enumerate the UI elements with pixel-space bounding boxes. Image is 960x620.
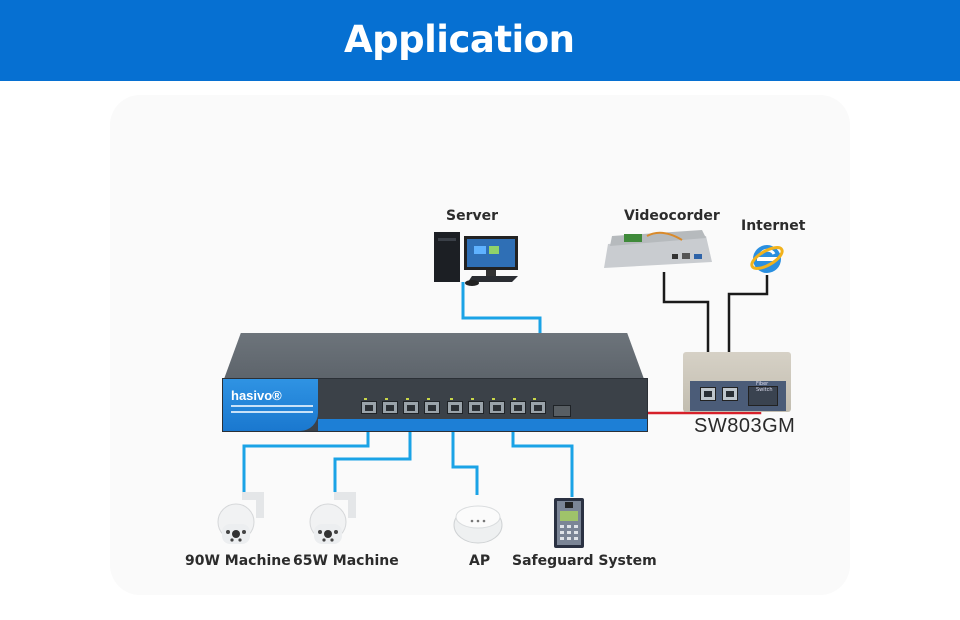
internet-label: Internet [741,218,806,234]
spec-text-line [231,411,313,413]
endpoint-label-65w: 65W Machine [293,553,399,569]
desktop-computer-icon [432,228,522,286]
model-text-line [231,405,313,407]
nvr-recorder-icon [602,226,714,272]
switch-brand-panel: hasivo® [223,379,318,431]
poe-switch-top [224,333,644,379]
poe-port-4 [424,398,440,414]
wire-videocorder [662,272,710,390]
fiber-switch-lan-port-1 [700,387,716,401]
page-title: Application [344,18,575,61]
internet-explorer-icon [749,240,785,276]
uplink-port [530,398,546,414]
fiber-switch-tag: Fiber Switch [756,381,773,393]
poe-port-7 [489,398,505,414]
fiber-switch-lan-port-2 [722,387,738,401]
fiber-switch-front: Fiber Switch [690,381,786,411]
endpoint-label-90w: 90W Machine [185,553,291,569]
fiber-switch-sfp-port [748,386,778,406]
wire-port5-ap [451,428,479,495]
poe-switch-front: hasivo® [222,378,648,432]
poe-port-6 [468,398,484,414]
wire-port3-65w [333,428,412,492]
poe-port-8 [510,398,526,414]
brand-logo: hasivo® [231,388,282,403]
poe-port-5 [447,398,463,414]
port-label-strip [318,419,647,431]
access-control-keypad-icon [552,496,588,550]
videocorder-label: Videocorder [624,208,720,224]
poe-port-1 [361,398,377,414]
wire-internet [727,275,769,390]
server-label: Server [446,208,499,224]
wire-port8-safeguard [511,428,574,497]
ptz-camera-icon [306,488,362,550]
ptz-camera-icon [214,488,270,550]
sfp-port [553,405,571,417]
poe-port-3 [403,398,419,414]
fiber-switch-model: SW803GM [694,415,796,437]
header-banner: Application [0,0,960,81]
endpoint-label-safeguard: Safeguard System [512,553,657,569]
access-point-icon [452,495,504,547]
poe-port-2 [382,398,398,414]
endpoint-label-ap: AP [469,553,491,569]
wire-port1-90w [242,428,370,492]
